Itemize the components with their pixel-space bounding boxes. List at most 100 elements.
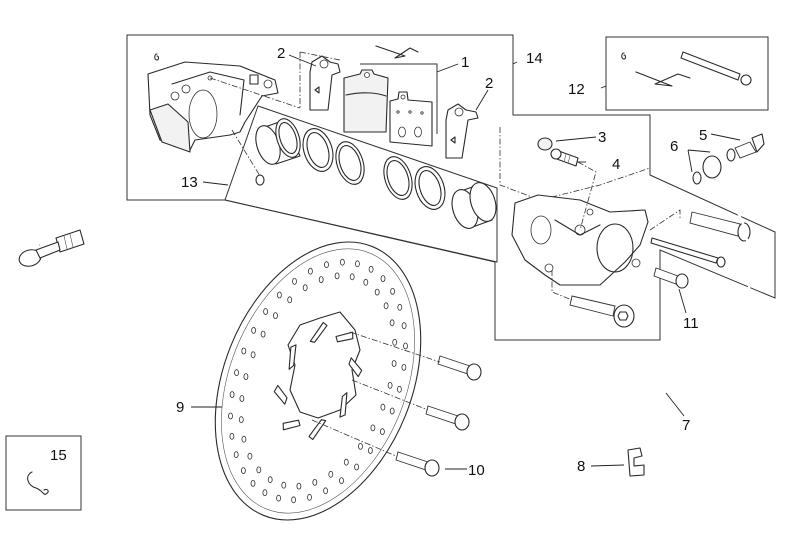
sealing-washer xyxy=(726,148,736,162)
hose-clip xyxy=(627,447,645,477)
disc-drill-hole xyxy=(349,273,355,281)
disc-drill-hole xyxy=(380,275,386,283)
pin-kit-frame xyxy=(605,36,769,111)
disc-drill-hole xyxy=(318,276,324,284)
disc-drill-hole xyxy=(389,407,395,415)
disc-vane-slot xyxy=(308,419,327,441)
disc-drill-hole xyxy=(251,326,257,334)
disc-vane-slot xyxy=(348,357,363,378)
disc-drill-hole xyxy=(368,265,374,273)
disc-drill-hole xyxy=(250,351,256,359)
disc-drill-hole xyxy=(256,466,262,474)
disc-drill-hole xyxy=(276,494,282,502)
callout-15: 15 xyxy=(50,447,67,464)
piston-kit-frame xyxy=(224,105,498,263)
pad-set-frame xyxy=(360,63,438,134)
disc-drill-hole xyxy=(287,296,293,304)
disc-drill-hole xyxy=(387,381,393,389)
disc-drill-hole xyxy=(240,467,246,475)
disc-drill-hole xyxy=(334,272,340,280)
disc-drill-hole xyxy=(241,435,247,443)
disc-vane-slot xyxy=(335,331,354,343)
disc-drill-hole xyxy=(281,481,287,489)
brake-pad-inner xyxy=(343,69,389,133)
disc-vane-slot xyxy=(273,384,288,405)
disc-drill-hole xyxy=(238,416,244,424)
disc-drill-hole xyxy=(260,330,266,338)
disc-drill-hole xyxy=(241,347,247,355)
small-o-ring xyxy=(255,174,265,186)
disc-drill-hole xyxy=(263,308,269,315)
callout-14: 14 xyxy=(526,50,543,67)
callout-13: 13 xyxy=(181,174,198,191)
disc-drill-hole xyxy=(390,287,396,295)
seal-ring xyxy=(414,166,446,210)
disc-drill-hole xyxy=(343,458,349,466)
pad-shim-left xyxy=(309,55,341,111)
caliper-mounting-bolt xyxy=(653,267,689,289)
pad-spring-icon xyxy=(375,45,419,59)
disc-drill-hole xyxy=(302,284,308,292)
bleed-valve xyxy=(550,148,579,167)
disc-drill-hole xyxy=(250,479,256,487)
disc-drill-hole xyxy=(367,447,373,454)
leader-lines xyxy=(191,54,741,470)
disc-drill-hole xyxy=(262,489,268,497)
disc-drill-hole xyxy=(379,428,385,436)
disc-drill-hole xyxy=(392,338,398,346)
seal-ring xyxy=(335,141,365,185)
disc-drill-hole xyxy=(234,369,240,377)
disc-drill-hole xyxy=(354,260,360,268)
disc-drill-hole xyxy=(267,476,273,484)
pad-spring xyxy=(635,71,691,87)
disc-vane-slot xyxy=(309,321,328,343)
disc-drill-hole xyxy=(374,288,380,296)
disc-drill-hole xyxy=(229,391,235,399)
disc-drill-hole xyxy=(229,432,235,440)
disc-drill-hole xyxy=(370,424,376,432)
disc-drill-hole xyxy=(324,261,329,269)
callout-2: 2 xyxy=(277,45,285,62)
pad-pin xyxy=(680,51,752,86)
brake-disc xyxy=(214,241,422,521)
disc-drill-hole xyxy=(396,385,402,393)
bleed-valve-cap xyxy=(537,137,553,151)
disc-drill-hole xyxy=(276,291,282,299)
disc-drill-hole xyxy=(247,452,253,460)
guide-pin xyxy=(650,237,726,268)
disc-drill-hole xyxy=(403,342,408,350)
split-pin xyxy=(27,471,49,495)
callout-11: 11 xyxy=(683,315,699,332)
disc-drill-hole xyxy=(323,487,329,495)
disc-drill-hole xyxy=(383,302,389,310)
disc-drill-hole xyxy=(307,493,312,501)
caliper-half-right xyxy=(511,194,649,286)
disc-drill-hole xyxy=(380,403,386,411)
callout-1: 1 xyxy=(461,54,469,71)
disc-drill-hole xyxy=(291,496,297,504)
brake-pad-outer xyxy=(389,91,433,147)
disc-bolt xyxy=(437,355,482,381)
disc-drill-hole xyxy=(354,463,360,471)
pad-shim-right xyxy=(445,103,479,159)
callout-4: 4 xyxy=(612,156,620,173)
callout-2: 2 xyxy=(485,75,493,92)
callout-8: 8 xyxy=(577,458,585,475)
disc-bolt xyxy=(425,405,470,431)
callout-9: 9 xyxy=(176,399,184,416)
mounting-bolt-upper xyxy=(689,211,751,242)
disc-drill-hole xyxy=(401,322,407,330)
disc-drill-hole xyxy=(363,278,369,286)
disc-drill-hole xyxy=(358,442,363,450)
banjo-bolt xyxy=(734,133,765,159)
disc-drill-hole xyxy=(228,412,233,420)
disc-drill-hole xyxy=(339,258,345,266)
disc-drill-hole xyxy=(233,451,239,459)
disc-drill-hole xyxy=(339,477,344,485)
pin-kit-clip xyxy=(621,52,627,60)
banjo-fitting xyxy=(702,155,722,179)
disc-drill-hole xyxy=(239,395,245,402)
piston-left xyxy=(255,118,301,165)
disc-vane-slot xyxy=(288,344,297,370)
